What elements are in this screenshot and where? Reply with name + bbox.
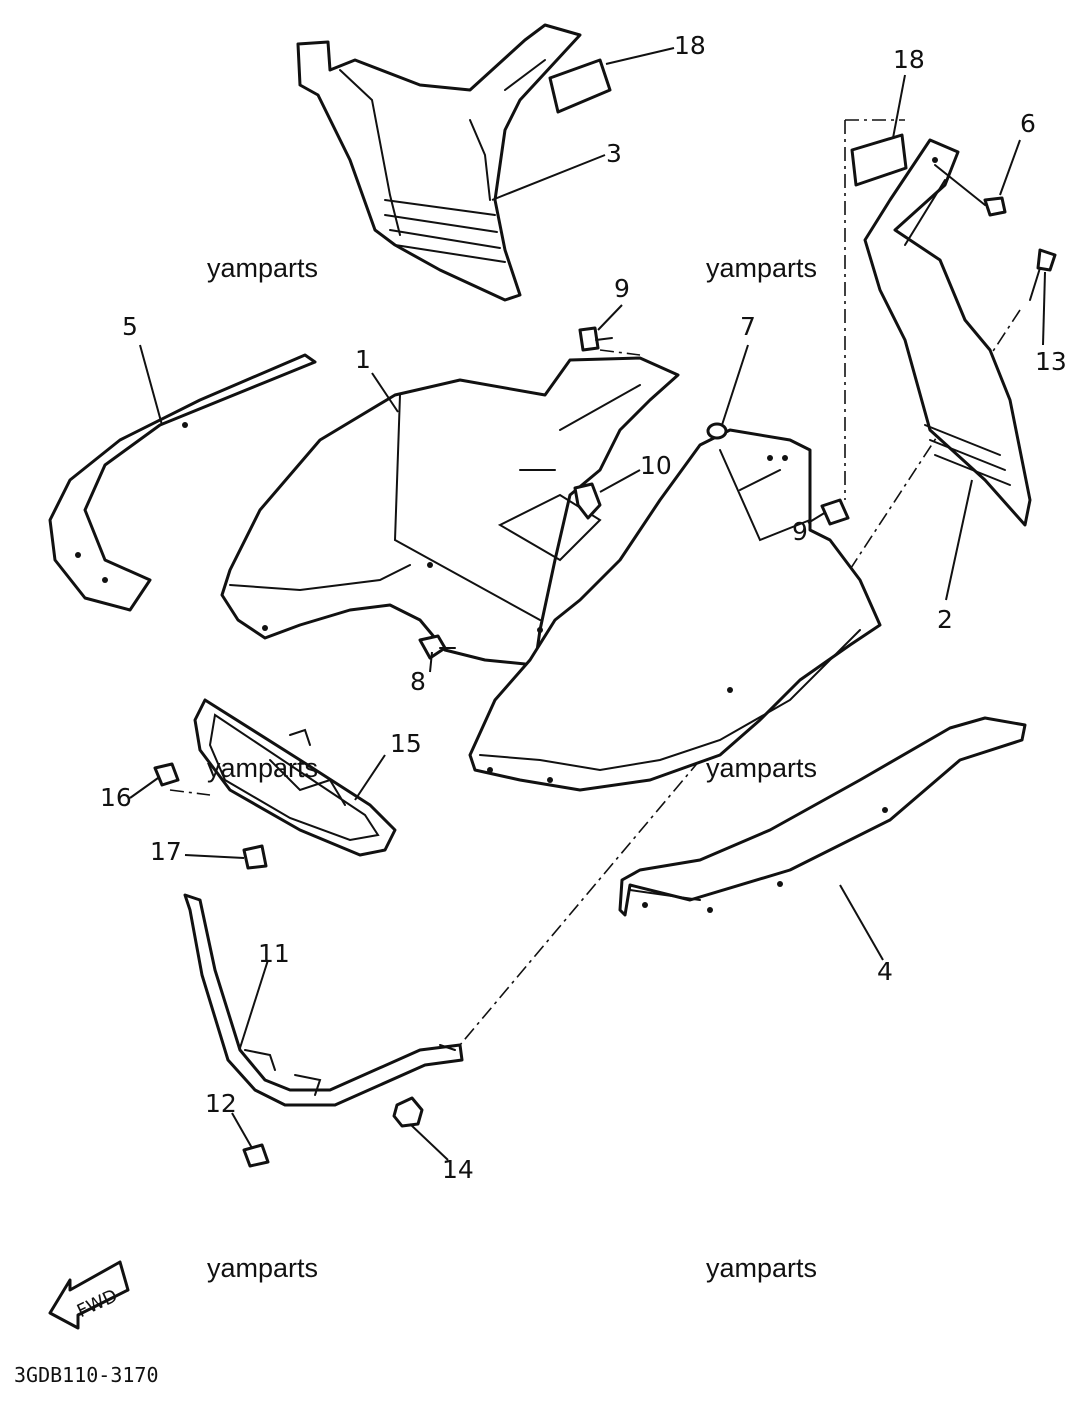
callout-7: 7 <box>740 312 756 341</box>
callout-6: 6 <box>1020 109 1036 138</box>
callout-16: 16 <box>100 783 132 812</box>
part-18-pad-right <box>850 133 908 187</box>
watermark: yamparts <box>706 753 817 783</box>
callout-12: 12 <box>205 1089 237 1118</box>
watermarks: yamparts yamparts yamparts yamparts yamp… <box>207 253 817 1283</box>
callout-17: 17 <box>150 837 182 866</box>
part-front-fender <box>468 428 882 792</box>
watermark: yamparts <box>706 253 817 283</box>
part-3-left-side-cover <box>296 23 582 302</box>
part-6-bolt <box>934 164 1007 217</box>
watermark: yamparts <box>207 1253 318 1283</box>
callout-8: 8 <box>410 667 426 696</box>
callout-3: 3 <box>606 139 622 168</box>
callout-1: 1 <box>355 345 371 374</box>
part-9-screw-lower <box>820 498 850 526</box>
watermark: yamparts <box>207 753 318 783</box>
callout-15: 15 <box>390 729 422 758</box>
leader-lines <box>129 47 1046 1161</box>
fwd-arrow-icon: FWD <box>48 1260 130 1330</box>
callout-14: 14 <box>442 1155 474 1184</box>
part-11-stay <box>183 893 464 1107</box>
part-9-screw-upper <box>578 326 613 352</box>
part-17-bolt <box>242 844 268 870</box>
callout-9-lower: 9 <box>792 517 808 546</box>
part-14-nut <box>392 1096 424 1128</box>
part-8-rivet <box>418 634 456 660</box>
part-1-rear-fender <box>220 356 680 667</box>
callout-9-upper: 9 <box>614 274 630 303</box>
callout-11: 11 <box>258 939 290 968</box>
callout-4: 4 <box>877 957 893 986</box>
part-7-grommet <box>706 422 728 440</box>
part-2-right-side-cover <box>863 138 1032 527</box>
callout-13: 13 <box>1035 347 1067 376</box>
part-10-rivet <box>573 482 602 520</box>
callout-10: 10 <box>640 451 672 480</box>
callout-2: 2 <box>937 605 953 634</box>
part-18-pad-left <box>548 58 612 114</box>
part-13-bolt <box>1029 248 1057 301</box>
part-12-bolt <box>242 1143 270 1168</box>
part-5-mud-flap-left <box>48 353 317 612</box>
diagram-code: 3GDB110-3170 <box>14 1363 159 1387</box>
callout-5: 5 <box>122 312 138 341</box>
callout-18-left: 18 <box>674 31 706 60</box>
watermark: yamparts <box>706 1253 817 1283</box>
part-16-bolt <box>153 762 180 787</box>
watermark: yamparts <box>207 253 318 283</box>
callouts: 18 3 18 6 9 7 13 5 1 10 9 2 8 15 16 17 1… <box>100 31 1067 1184</box>
part-15-light-bracket <box>193 698 397 857</box>
callout-18-right: 18 <box>893 45 925 74</box>
part-4-mud-flap-right <box>618 716 1027 917</box>
